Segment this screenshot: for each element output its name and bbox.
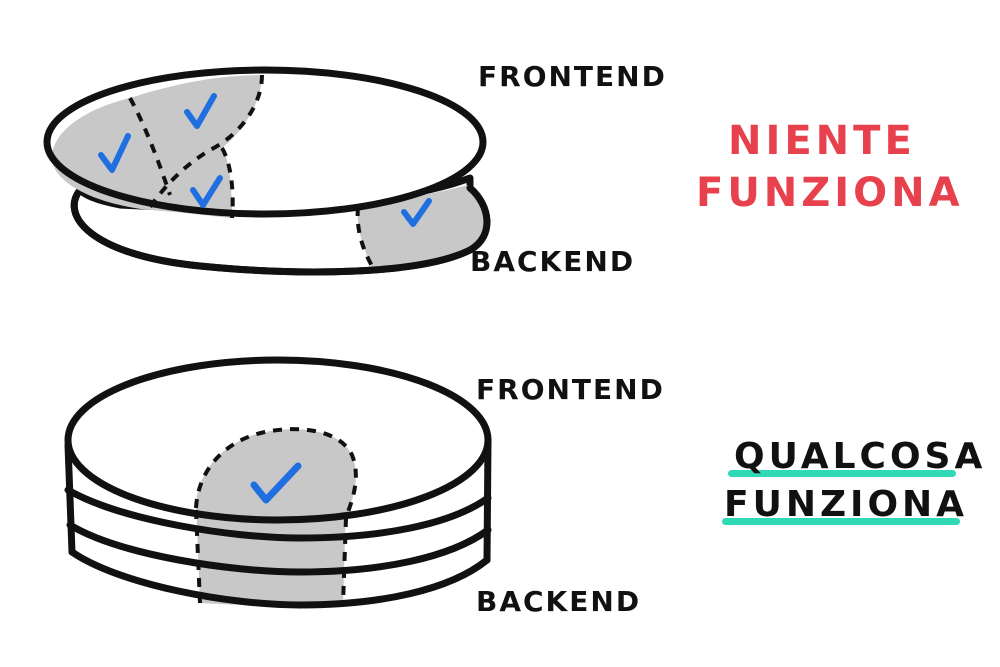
- bottom-cylinder-left-side: [64, 441, 76, 556]
- bottom-verdict-line2: FUNZIONA: [724, 484, 969, 525]
- bottom-verdict-underline-1: [728, 470, 956, 477]
- top-frontend-dashed-divider-2: [146, 74, 264, 212]
- top-stack: [43, 66, 491, 276]
- bottom-backend-label: BACKEND: [476, 585, 642, 618]
- bottom-done-column: [196, 500, 346, 606]
- checkmark-icon: [250, 462, 302, 504]
- top-frontend-outline: [43, 66, 487, 218]
- bottom-verdict-line1: QUALCOSA: [734, 436, 987, 477]
- bottom-cylinder-bottom-edge: [68, 548, 491, 609]
- bottom-layer-separator-1: [64, 486, 492, 542]
- checkmark-icon: [98, 133, 131, 173]
- bottom-frontend-done-region: [196, 429, 356, 519]
- top-backend-dashed-divider: [355, 206, 374, 267]
- top-verdict-line2: FUNZIONA: [696, 170, 964, 216]
- top-backend-done-region: [357, 185, 485, 268]
- bottom-layer-separator-2: [66, 521, 492, 576]
- top-verdict-line1: NIENTE: [728, 118, 916, 164]
- checkmark-icon: [190, 175, 223, 208]
- top-backend-outline: [70, 184, 491, 276]
- checkmark-icon: [401, 198, 432, 227]
- bottom-frontend-label: FRONTEND: [476, 373, 665, 406]
- top-frontend-done-region: [51, 75, 262, 218]
- top-frontend-dashed-divider-1: [128, 97, 172, 196]
- bottom-frontend-dashed-outline: [194, 427, 358, 519]
- top-backend-label: BACKEND: [470, 245, 636, 278]
- top-frontend-label: FRONTEND: [478, 60, 667, 93]
- bottom-stack: [64, 356, 492, 609]
- bottom-column-dashed-right: [341, 517, 348, 605]
- top-frontend-dashed-divider-3: [220, 146, 235, 219]
- checkmark-icon: [184, 93, 217, 129]
- bottom-verdict-underline-2: [722, 518, 960, 525]
